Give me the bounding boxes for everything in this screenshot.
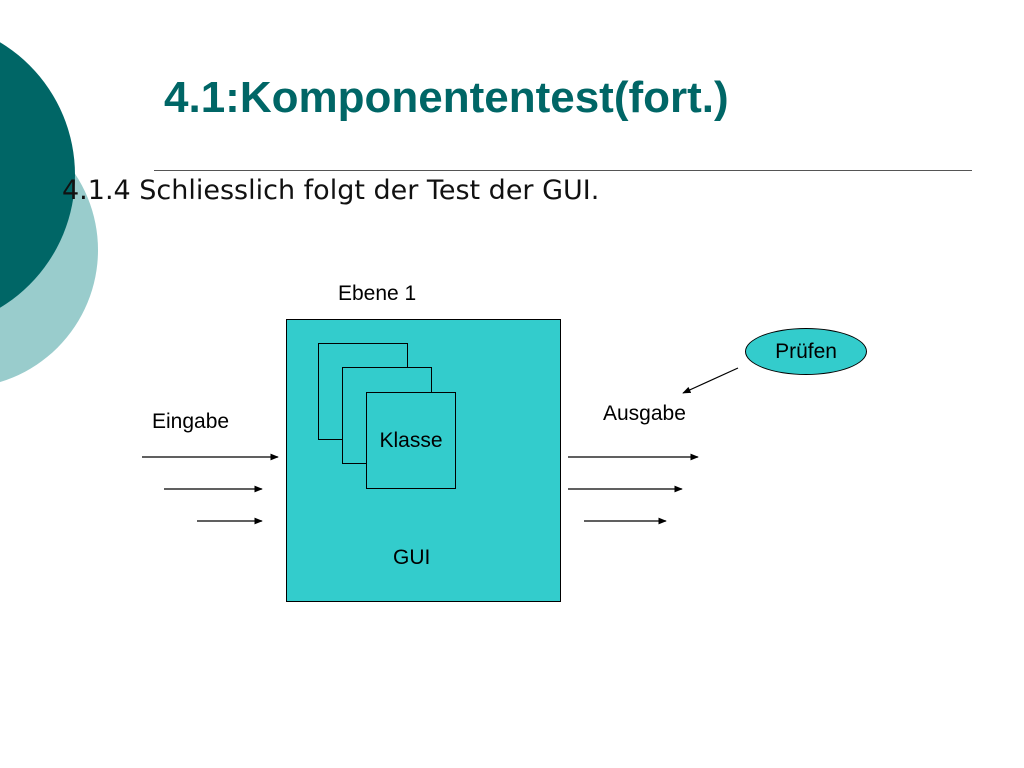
decorative-circles <box>0 42 98 383</box>
class-label: Klasse <box>379 428 443 452</box>
slide-subtitle: 4.1.4 Schliesslich folgt der Test der GU… <box>62 175 600 206</box>
deco-circle-dark <box>0 42 75 308</box>
title-divider <box>154 170 972 171</box>
check-arrow <box>682 367 739 394</box>
output-label: Ausgabe <box>603 402 686 425</box>
slide-title: 4.1:Komponententest(fort.) <box>164 73 729 122</box>
class-box-front: Klasse <box>366 392 456 489</box>
check-label: Prüfen <box>775 339 837 363</box>
check-ellipse: Prüfen <box>745 328 867 375</box>
level-label: Ebene 1 <box>338 282 417 305</box>
input-label: Eingabe <box>152 410 230 433</box>
gui-label: GUI <box>393 546 431 569</box>
